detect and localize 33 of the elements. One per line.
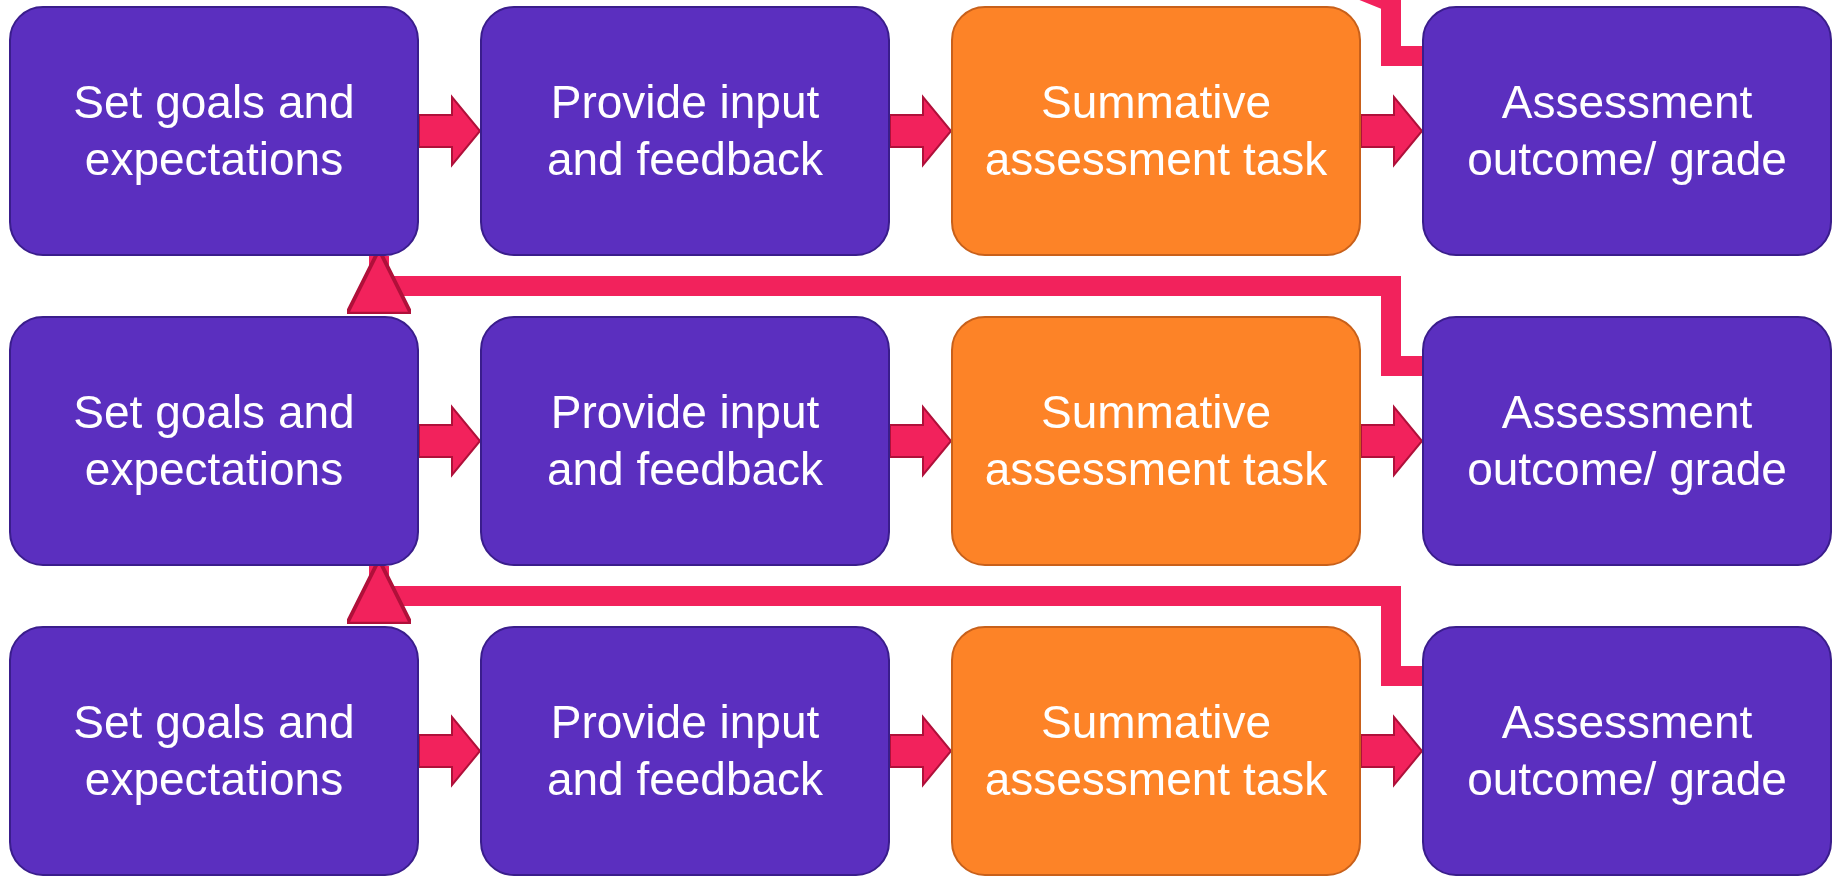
arrow [889,714,953,788]
process-box [9,626,419,876]
step-label: Provide input and feedback [545,74,825,187]
process-box [480,316,890,566]
step-label: Summative assessment task [983,694,1329,807]
process-box [480,626,890,876]
process-box [9,316,419,566]
step-label: Set goals and expectations [72,694,356,807]
process-box [1422,316,1832,566]
step-label: Summative assessment task [983,384,1329,497]
arrow [889,404,953,478]
arrow [418,94,482,168]
step-label: Provide input and feedback [545,384,825,497]
step-label: Set goals and expectations [72,74,356,187]
process-box [1422,6,1832,256]
arrow [418,404,482,478]
task-box [951,6,1361,256]
process-box [480,6,890,256]
process-box [1422,626,1832,876]
arrow [1360,714,1424,788]
task-box [951,626,1361,876]
step-label: Assessment outcome/ grade [1466,74,1788,187]
arrow [1360,404,1424,478]
arrow [418,714,482,788]
arrow [889,94,953,168]
step-label: Assessment outcome/ grade [1466,384,1788,497]
process-box [9,6,419,256]
arrow [1360,94,1424,168]
task-box [951,316,1361,566]
step-label: Summative assessment task [983,74,1329,187]
step-label: Provide input and feedback [545,694,825,807]
step-label: Assessment outcome/ grade [1466,694,1788,807]
step-label: Set goals and expectations [72,384,356,497]
